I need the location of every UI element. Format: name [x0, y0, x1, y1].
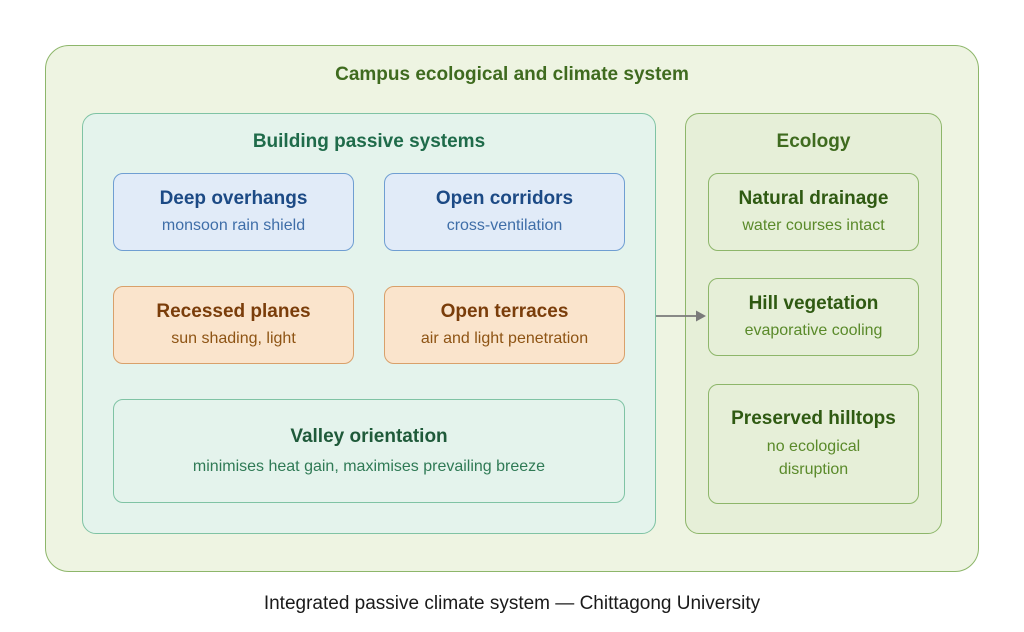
natural-drainage-title: Natural drainage — [738, 188, 889, 209]
valley-orientation-card: Valley orientation minimises heat gain, … — [113, 399, 625, 503]
preserved-hilltops-subtitle-line1: no ecological — [766, 438, 861, 455]
figure-caption: Integrated passive climate system — Chit… — [263, 593, 761, 614]
connector-arrow — [656, 310, 706, 322]
open-corridors-subtitle: cross-ventilation — [446, 217, 563, 234]
natural-drainage-card: Natural drainage water courses intact — [708, 173, 919, 251]
deep-overhangs-title: Deep overhangs — [159, 188, 308, 209]
building-panel-heading: Building passive systems — [252, 131, 486, 152]
deep-overhangs-card: Deep overhangs monsoon rain shield — [113, 173, 354, 251]
recessed-planes-title: Recessed planes — [156, 301, 311, 322]
hill-vegetation-card: Hill vegetation evaporative cooling — [708, 278, 919, 356]
valley-orientation-subtitle: minimises heat gain, maximises prevailin… — [192, 457, 546, 475]
open-corridors-title: Open corridors — [435, 188, 574, 209]
deep-overhangs-subtitle: monsoon rain shield — [161, 217, 306, 234]
open-terraces-subtitle: air and light penetration — [420, 330, 589, 347]
connector-arrow-head — [696, 310, 706, 322]
recessed-planes-subtitle: sun shading, light — [171, 330, 296, 347]
open-corridors-card: Open corridors cross-ventilation — [384, 173, 625, 251]
preserved-hilltops-title: Preserved hilltops — [731, 408, 896, 429]
recessed-planes-card: Recessed planes sun shading, light — [113, 286, 354, 364]
preserved-hilltops-card: Preserved hilltops no ecological disrupt… — [708, 384, 919, 504]
ecology-panel-heading: Ecology — [776, 131, 851, 152]
hill-vegetation-title: Hill vegetation — [748, 293, 879, 314]
natural-drainage-subtitle: water courses intact — [742, 217, 885, 234]
valley-orientation-title: Valley orientation — [290, 425, 448, 447]
open-terraces-title: Open terraces — [440, 301, 569, 322]
open-terraces-card: Open terraces air and light penetration — [384, 286, 625, 364]
hill-vegetation-subtitle: evaporative cooling — [744, 322, 883, 339]
system-title: Campus ecological and climate system — [335, 64, 689, 85]
preserved-hilltops-subtitle-line2: disruption — [778, 461, 849, 478]
